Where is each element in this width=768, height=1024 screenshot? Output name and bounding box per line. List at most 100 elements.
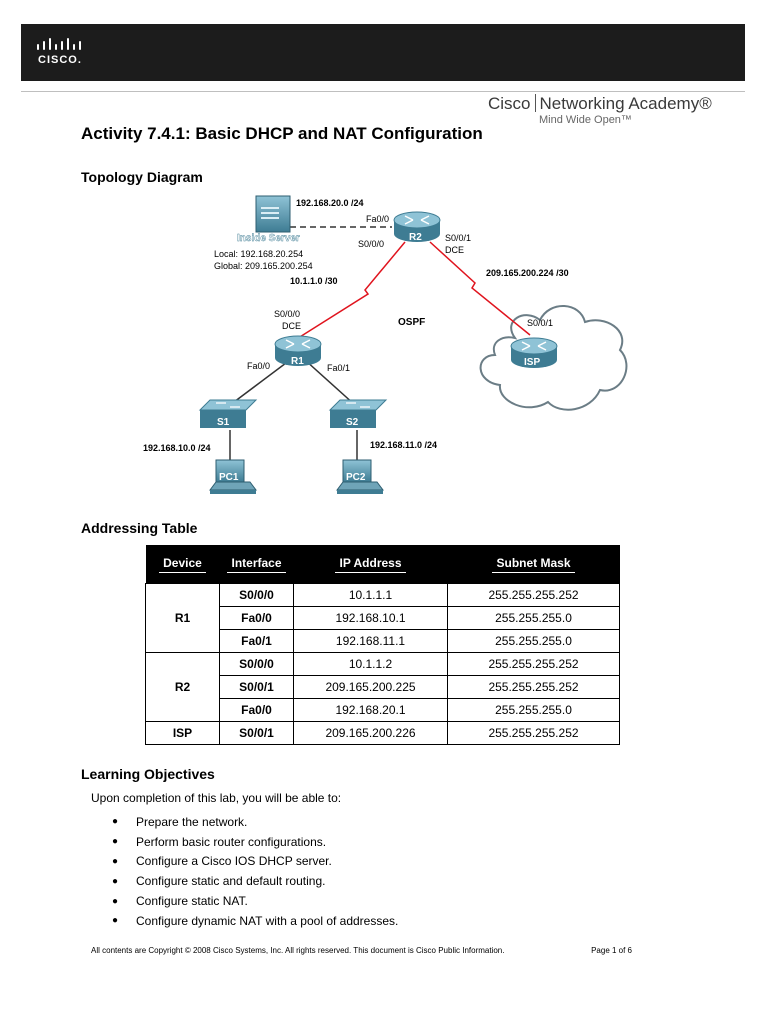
interface-cell: Fa0/0: [219, 606, 294, 630]
academy-name: Networking Academy®: [539, 94, 712, 113]
mask-cell: 255.255.255.252: [447, 652, 620, 676]
ip-cell: 192.168.20.1: [293, 698, 448, 722]
addressing-table: Device Interface IP Address Subnet Mask …: [145, 545, 620, 745]
topology-heading: Topology Diagram: [81, 169, 203, 185]
mask-cell: 255.255.255.252: [447, 583, 620, 607]
bullet-icon: ●: [112, 875, 119, 887]
column-header: Subnet Mask: [447, 545, 620, 584]
bullet-icon: ●: [112, 855, 119, 867]
pc2-icon: [336, 459, 384, 494]
label-isp: ISP: [524, 357, 540, 368]
objectives-heading: Learning Objectives: [81, 766, 215, 782]
pc1-icon: [209, 459, 257, 494]
label-r2-fa00: Fa0/0: [366, 214, 389, 224]
mask-cell: 255.255.255.0: [447, 698, 620, 722]
ip-cell: 10.1.1.1: [293, 583, 448, 607]
mask-cell: 255.255.255.252: [447, 675, 620, 699]
ip-cell: 192.168.11.1: [293, 629, 448, 653]
networking-academy-logo: Cisco Networking Academy® Mind Wide Open™: [488, 94, 712, 126]
bullet-icon: ●: [112, 895, 119, 907]
label-s1: S1: [217, 417, 230, 428]
link-r1-s2: [304, 359, 356, 406]
table-header-row: Device Interface IP Address Subnet Mask: [145, 545, 620, 584]
list-item-text: Configure a Cisco IOS DHCP server.: [136, 854, 332, 869]
label-s2: S2: [346, 417, 359, 428]
column-header: Interface: [219, 545, 294, 584]
switch-s1-icon: [198, 399, 258, 428]
list-item: ● Perform basic router configurations.: [90, 832, 398, 852]
ip-cell: 209.165.200.225: [293, 675, 448, 699]
label-r1-s000: S0/0/0: [274, 309, 300, 319]
link-r2-isp-serial: [429, 241, 531, 336]
cisco-logo: CISCO.: [35, 38, 91, 70]
footer-page-number: Page 1 of 6: [591, 946, 632, 955]
ip-cell: 192.168.10.1: [293, 606, 448, 630]
server-icon: [255, 195, 291, 233]
bullet-icon: ●: [112, 816, 119, 828]
list-item-text: Configure static NAT.: [136, 894, 248, 909]
label-pc2: PC2: [346, 472, 366, 483]
table-row: Fa0/1 192.168.11.1 255.255.255.0: [146, 629, 620, 653]
mask-cell: 255.255.255.252: [447, 721, 620, 745]
list-item-text: Perform basic router configurations.: [136, 834, 327, 849]
label-inside-server: Inside Server: [237, 233, 300, 244]
list-item: ● Configure static and default routing.: [90, 871, 398, 891]
footer-copyright: All contents are Copyright © 2008 Cisco …: [91, 946, 505, 955]
table-row: R2 S0/0/0 10.1.1.2 255.255.255.252: [145, 652, 620, 722]
objectives-intro: Upon completion of this lab, you will be…: [91, 791, 342, 805]
interface-cell: S0/0/1: [219, 721, 294, 745]
academy-tagline: Mind Wide Open™: [539, 114, 632, 126]
table-row: R1 S0/0/0 10.1.1.1 255.255.255.252: [145, 583, 620, 653]
page-footer: All contents are Copyright © 2008 Cisco …: [91, 946, 632, 955]
label-r1-fa00: Fa0/0: [247, 361, 270, 371]
label-server-global: Global: 209.165.200.254: [214, 261, 313, 271]
list-item-text: Prepare the network.: [136, 814, 248, 829]
ip-cell: 10.1.1.2: [293, 652, 448, 676]
table-row: ISP S0/0/1 209.165.200.226 255.255.255.2…: [145, 721, 620, 745]
label-net-10: 192.168.10.0 /24: [143, 443, 211, 453]
interface-cell: S0/0/0: [219, 583, 294, 607]
label-pc1: PC1: [219, 472, 239, 483]
label-r2-s001: S0/0/1: [445, 233, 471, 243]
topology-diagram: 192.168.20.0 /24 Inside Server Local: 19…: [143, 195, 628, 494]
label-net-11: 192.168.11.0 /24: [370, 440, 437, 450]
table-row: Fa0/0 192.168.10.1 255.255.255.0: [146, 606, 620, 630]
mask-cell: 255.255.255.0: [447, 606, 620, 630]
cisco-wordmark: CISCO.: [38, 54, 82, 66]
label-server-local: Local: 192.168.20.254: [214, 249, 303, 259]
router-isp-icon: [510, 337, 558, 368]
label-r1: R1: [291, 356, 304, 367]
list-item-text: Configure dynamic NAT with a pool of add…: [136, 913, 399, 928]
label-r1-fa01: Fa0/1: [327, 363, 350, 373]
list-item: ● Configure a Cisco IOS DHCP server.: [90, 852, 398, 872]
router-r2-icon: [393, 211, 441, 242]
bullet-icon: ●: [112, 915, 119, 927]
link-r1-r2-serial: [294, 241, 406, 341]
addressing-heading: Addressing Table: [81, 520, 198, 536]
device-cell: R2: [145, 652, 220, 722]
page-title: Activity 7.4.1: Basic DHCP and NAT Confi…: [81, 124, 483, 143]
column-header: Device: [145, 545, 220, 584]
list-item: ● Prepare the network.: [90, 812, 398, 832]
header-rule: [21, 91, 745, 92]
device-cell: R1: [145, 583, 220, 653]
table-row: S0/0/1 209.165.200.225 255.255.255.252: [146, 675, 620, 699]
label-r2-dce: DCE: [445, 245, 464, 255]
bullet-icon: ●: [112, 836, 119, 848]
link-r1-s1: [229, 359, 291, 406]
label-net-20: 192.168.20.0 /24: [296, 198, 364, 208]
label-r2: R2: [409, 232, 422, 243]
interface-cell: Fa0/0: [219, 698, 294, 722]
list-item: ● Configure dynamic NAT with a pool of ad…: [90, 911, 398, 931]
label-r2-s000: S0/0/0: [358, 239, 384, 249]
list-item-text: Configure static and default routing.: [136, 874, 326, 889]
list-item: ● Configure static NAT.: [90, 891, 398, 911]
interface-cell: Fa0/1: [219, 629, 294, 653]
column-header: IP Address: [293, 545, 448, 584]
router-r1-icon: [274, 335, 322, 366]
label-r1-dce: DCE: [282, 321, 301, 331]
device-cell: ISP: [145, 721, 220, 745]
header-banner: CISCO.: [21, 24, 745, 81]
mask-cell: 255.255.255.0: [447, 629, 620, 653]
academy-brand: Cisco: [488, 94, 531, 113]
